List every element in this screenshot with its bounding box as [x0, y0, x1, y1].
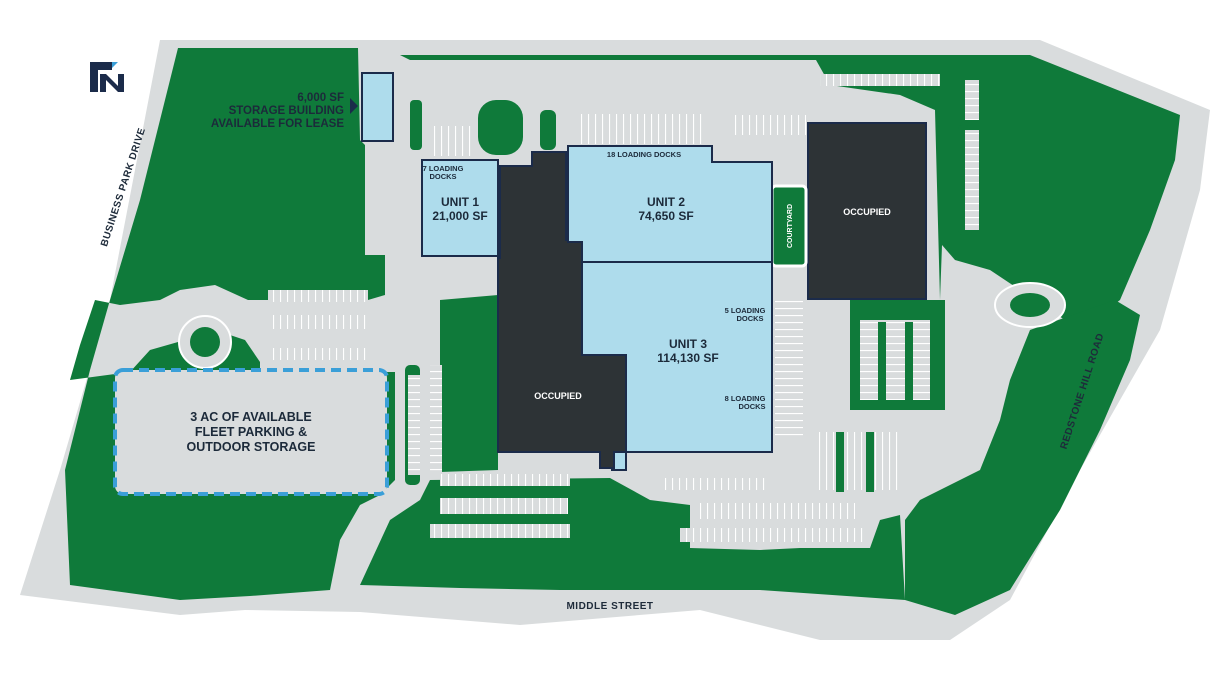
storage-building [361, 72, 394, 142]
fn-logo-icon [90, 62, 124, 92]
road-label-south: MIDDLE STREET [566, 601, 653, 612]
grass-strip-2 [540, 110, 556, 150]
storage-pointer-icon [350, 98, 358, 114]
occupied-right-label: OCCUPIED [843, 207, 891, 217]
storage-label-line1: 6,000 SF [297, 92, 344, 104]
unit1-size: 21,000 SF [432, 209, 487, 223]
parking-island-1 [878, 322, 886, 400]
unit2-name: UNIT 2 [647, 195, 685, 209]
roundabout-east-island [1010, 293, 1050, 317]
grass-center-west [440, 295, 498, 472]
unit3-docks-upper-line1: 5 LOADING [725, 306, 766, 315]
unit-3-footprint [581, 261, 773, 471]
unit3-docks-lower-line2: DOCKS [738, 402, 765, 411]
parking-lots [268, 74, 979, 542]
fleet-parking-area [113, 368, 389, 496]
fleet-label-line3: OUTDOOR STORAGE [187, 440, 316, 454]
parking-island-2 [905, 322, 913, 400]
unit3-size: 114,130 SF [657, 351, 718, 365]
unit2-size: 74,650 SF [638, 209, 693, 223]
occupied-left-label: OCCUPIED [534, 391, 582, 401]
unit1-docks-line2: DOCKS [429, 172, 456, 181]
unit1-name: UNIT 1 [441, 195, 479, 209]
unit1-docks-line1: 7 LOADING [423, 164, 464, 173]
grass-east [905, 300, 1140, 615]
grass-north [400, 55, 1180, 330]
occupied-building-right [807, 122, 927, 300]
fleet-label-line2: FLEET PARKING & [195, 425, 307, 439]
roundabout-west-island [190, 327, 220, 357]
grass-strip-1 [478, 100, 523, 155]
courtyard-label: COURTYARD [787, 204, 794, 248]
unit-1-footprint [421, 159, 499, 257]
parking-island-4 [866, 432, 874, 492]
grass-strip-3 [410, 100, 422, 150]
unit3-docks-lower-line1: 8 LOADING [725, 394, 766, 403]
unit2-docks: 18 LOADING DOCKS [607, 150, 681, 159]
fleet-label-line1: 3 AC OF AVAILABLE [190, 410, 312, 424]
unit3-docks-upper-line2: DOCKS [736, 314, 763, 323]
storage-label-line2: STORAGE BUILDING [229, 105, 344, 117]
parking-island-3 [836, 432, 844, 492]
unit3-name: UNIT 3 [669, 337, 707, 351]
storage-label-line3: AVAILABLE FOR LEASE [211, 118, 344, 130]
